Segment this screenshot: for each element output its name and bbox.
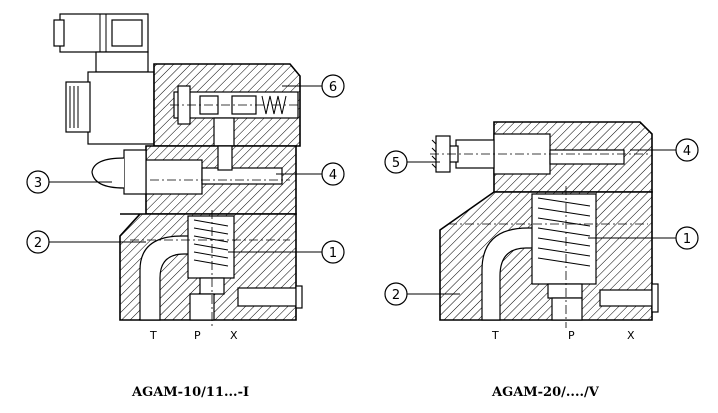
callout-label: 6 (329, 80, 337, 95)
port-labels-left: T P X (149, 329, 238, 342)
callout-circle (26, 170, 50, 194)
callout-label: 4 (683, 144, 691, 159)
port-label-p: P (194, 329, 201, 342)
callout-label: 2 (34, 236, 42, 251)
callouts-right: 5 4 1 2 (384, 138, 699, 306)
drawing-right (430, 121, 659, 328)
solenoid-coil (65, 71, 155, 145)
callout-label: 2 (392, 288, 400, 303)
callout-label: 5 (392, 156, 400, 171)
callout-label: 1 (683, 232, 691, 247)
drawing-left (53, 13, 303, 328)
port-label-t: T (491, 329, 499, 342)
callout-circle (26, 230, 50, 254)
figure-caption-left: AGAM-10/11...-I (131, 385, 249, 400)
port-label-x: X (627, 329, 635, 342)
port-label-t: T (149, 329, 157, 342)
solenoid-connector (53, 13, 149, 73)
callout-circle (384, 150, 408, 174)
callouts-left: 6 3 4 2 1 (26, 74, 345, 264)
figure-caption-right: AGAM-20/..../V (491, 385, 600, 400)
callout-label: 4 (329, 168, 337, 183)
port-label-x: X (230, 329, 238, 342)
callout-label: 1 (329, 246, 337, 261)
callout-label: 3 (34, 176, 42, 191)
port-labels-right: T P X (491, 329, 635, 342)
callout-circle (321, 162, 345, 186)
port-label-p: P (568, 329, 575, 342)
callout-circle (675, 226, 699, 250)
callout-circle (321, 74, 345, 98)
callout-circle (675, 138, 699, 162)
callout-circle (384, 282, 408, 306)
callout-circle (321, 240, 345, 264)
